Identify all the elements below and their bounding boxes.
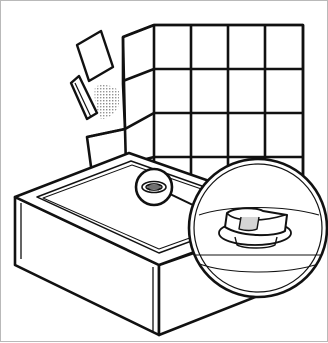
tile-icon	[77, 31, 113, 81]
adhesive-spray	[94, 85, 119, 119]
magnifier-icon	[189, 159, 328, 297]
clip-icon	[219, 208, 291, 248]
loose-tile-2	[71, 76, 97, 119]
drain-icon	[136, 169, 172, 205]
